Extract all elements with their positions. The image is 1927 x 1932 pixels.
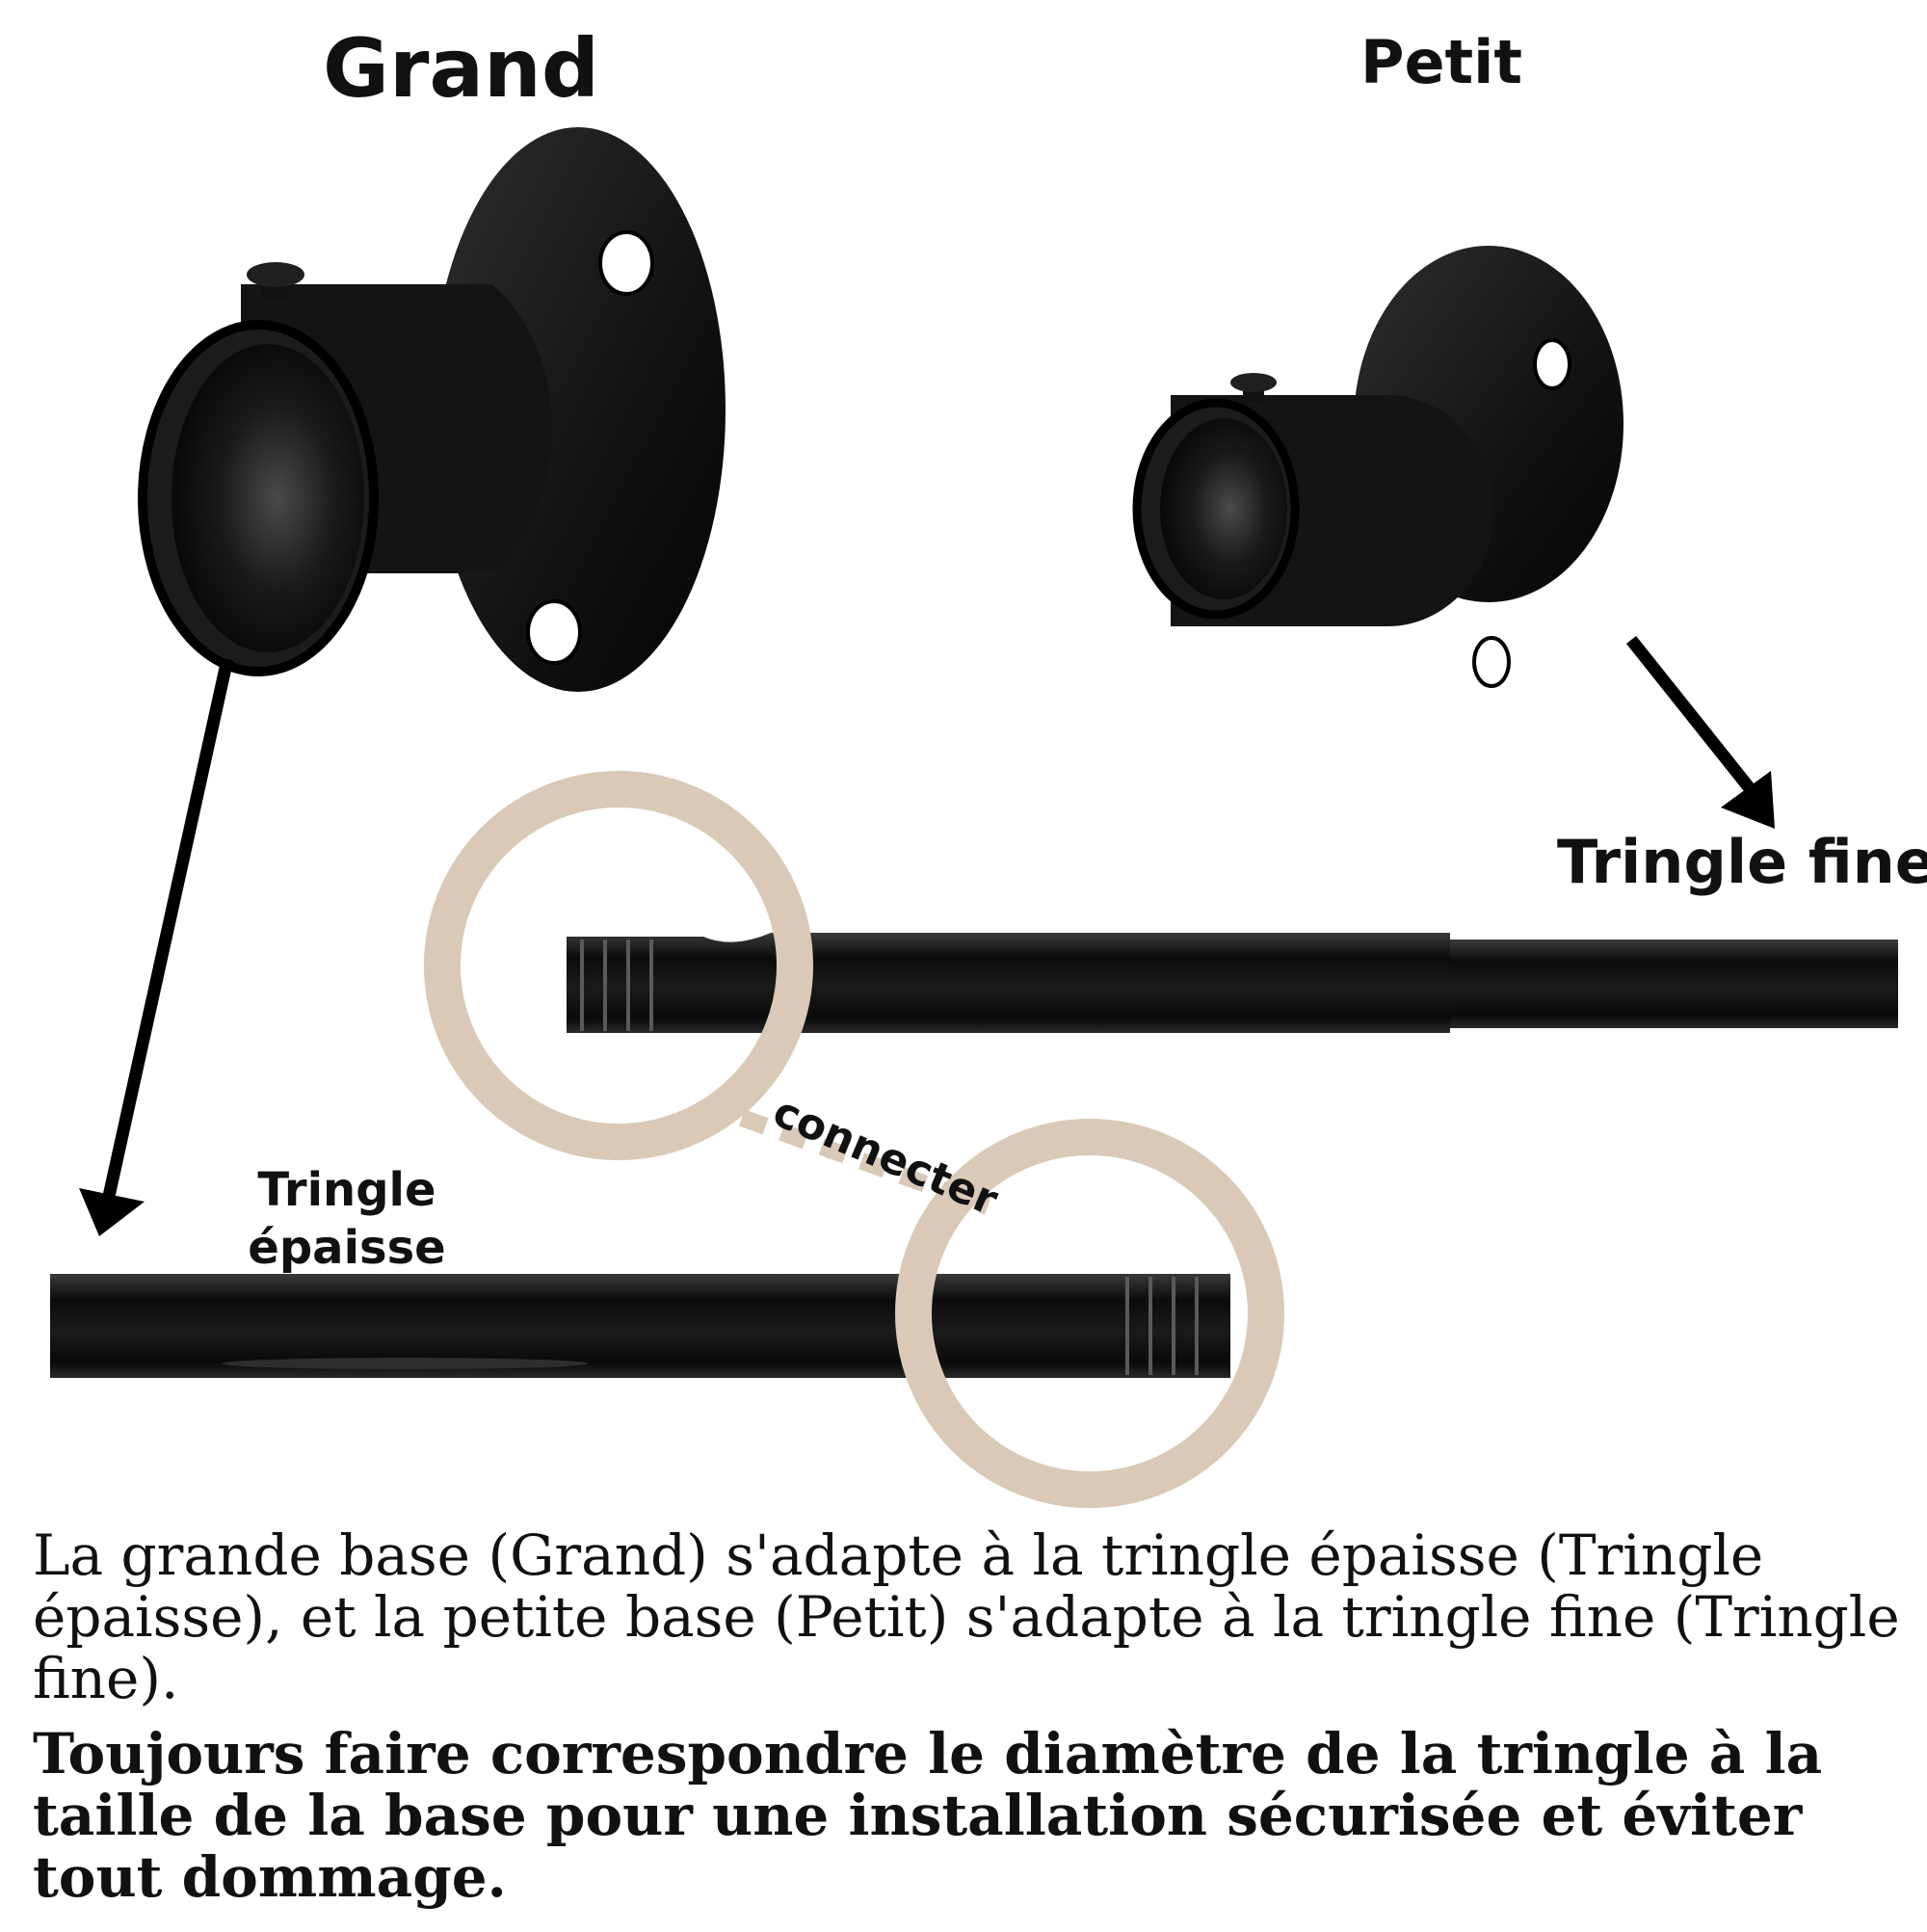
petit-screw-head — [1230, 373, 1277, 392]
highlight-ring-epaisse-joint — [895, 1119, 1284, 1508]
petit-bracket — [1132, 246, 1623, 688]
grand-bracket — [138, 127, 726, 692]
caption-safety-advice: Toujours faire correspondre le diamètre … — [33, 1721, 1823, 1910]
tringle-epaisse-rod — [50, 1274, 1230, 1378]
grand-screw-head — [247, 262, 304, 287]
label-grand: Grand — [323, 21, 599, 116]
fine-rod-thin-section — [1450, 940, 1898, 1028]
petit-screw-hole-top — [1533, 338, 1571, 390]
label-petit: Petit — [1360, 27, 1523, 97]
grand-sleeve-opening — [172, 344, 364, 652]
grand-screw-hole-top — [598, 230, 654, 296]
petit-screw-hole-bottom — [1472, 636, 1511, 688]
tringle-fine-rod — [567, 933, 1898, 1033]
caption-fit-explanation: La grande base (Grand) s'adapte à la tri… — [33, 1522, 1900, 1711]
connector-dashed-line — [738, 1109, 991, 1215]
epaisse-rod-reflection — [222, 1358, 588, 1369]
arrow-grand-to-epaisse — [79, 657, 234, 1236]
arrow-petit-to-fine — [1625, 635, 1775, 829]
grand-screw-hole-bottom — [526, 599, 582, 665]
label-tringle-fine: Tringle fine — [1557, 827, 1927, 897]
fine-rod-thick-section — [567, 933, 1450, 1033]
label-tringle-epaisse: Tringle épaisse — [248, 1163, 446, 1275]
highlight-ring-fine-joint — [424, 771, 813, 1160]
petit-sleeve-opening — [1160, 418, 1287, 599]
